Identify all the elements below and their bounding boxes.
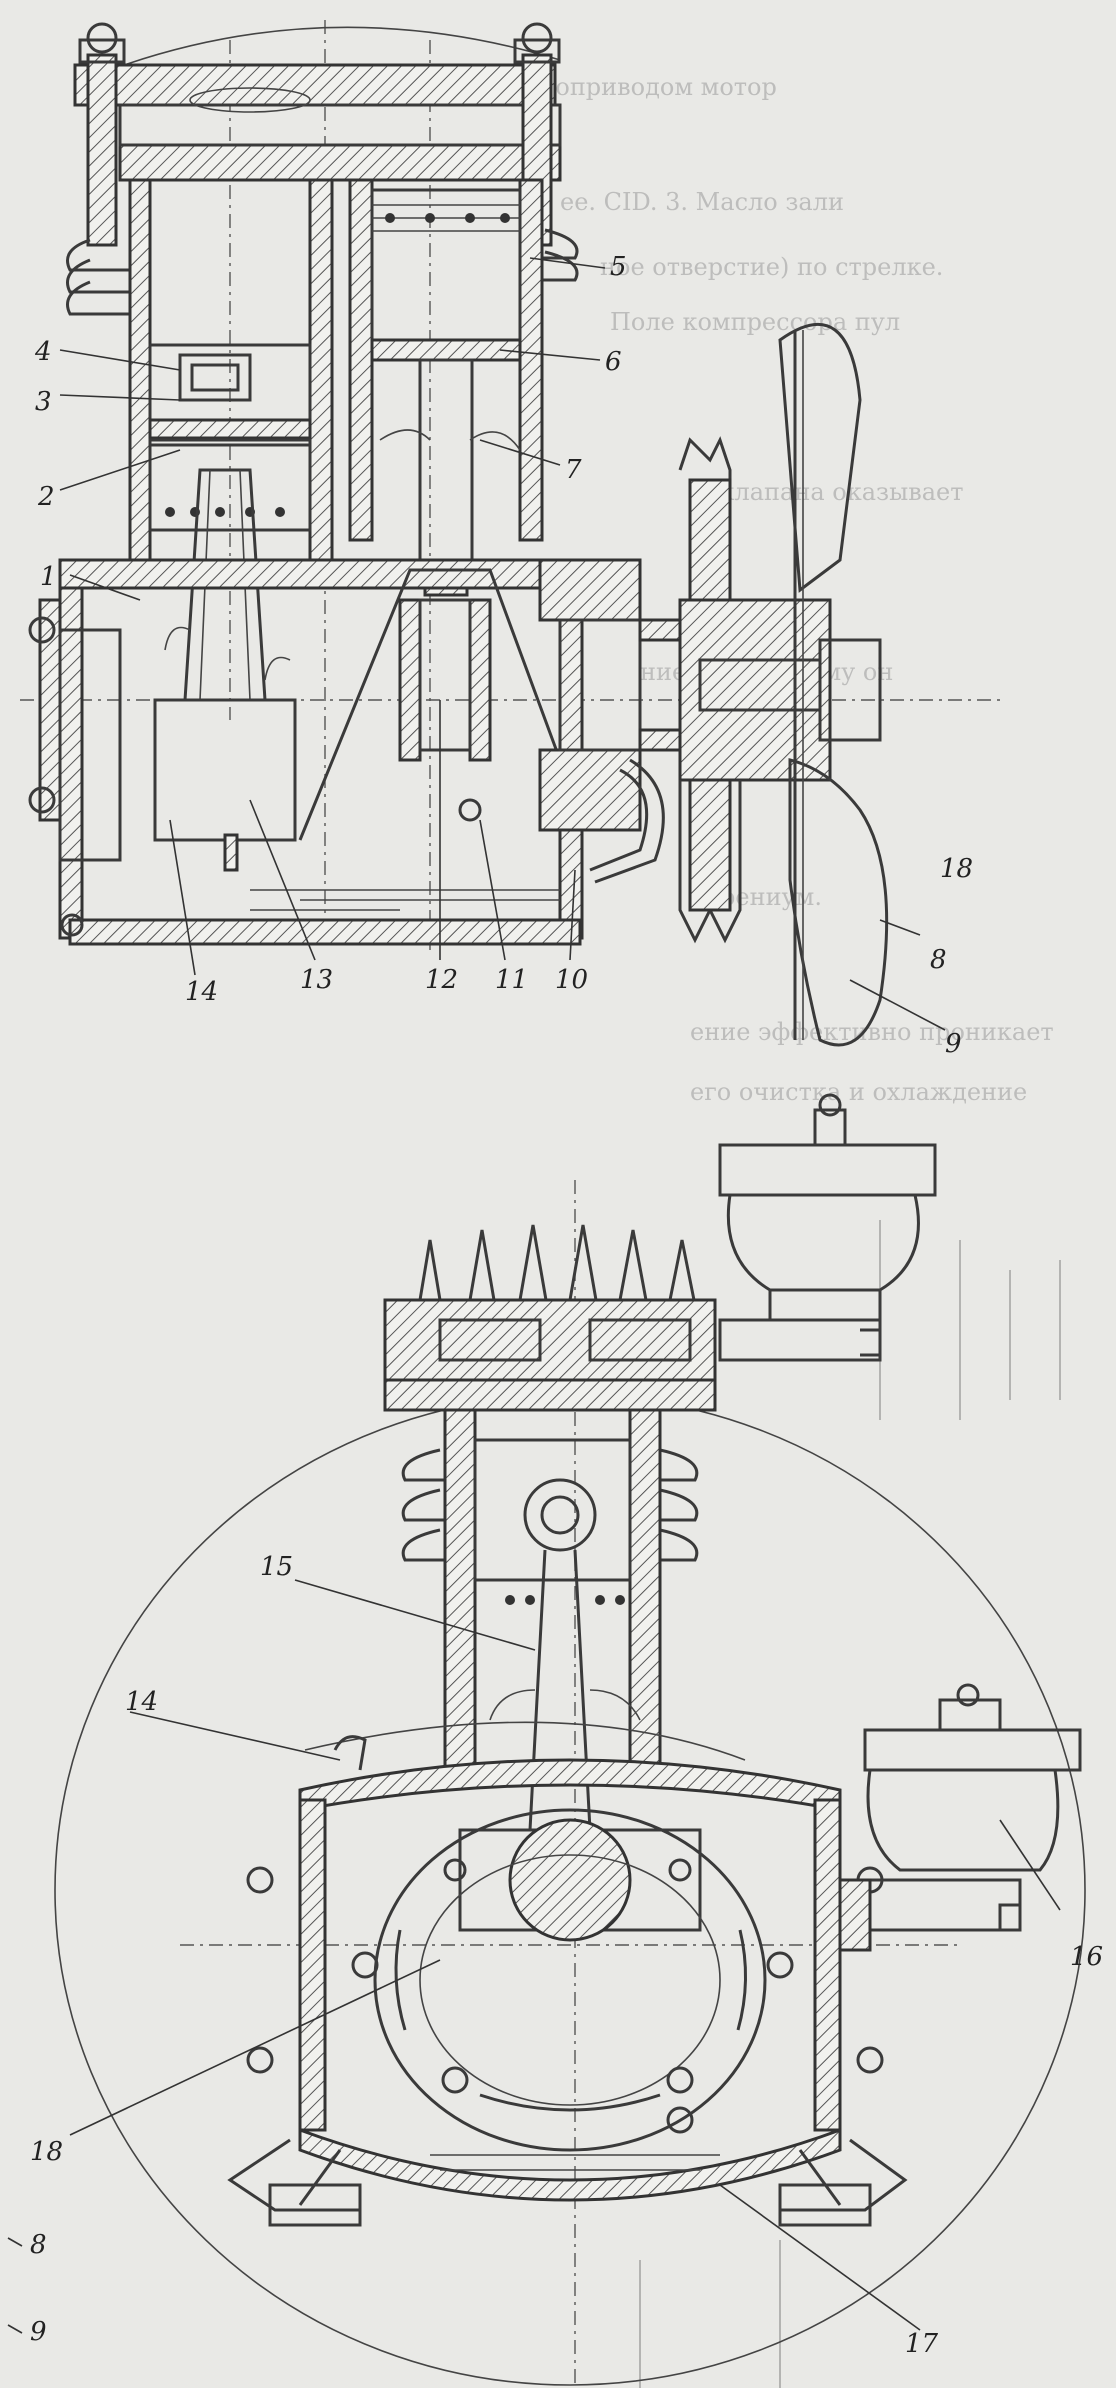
callout-16: 16 — [1070, 1942, 1103, 1972]
callout-15: 15 — [260, 1552, 293, 1582]
svg-text:ное отверстие) по стрелке.: ное отверстие) по стрелке. — [600, 253, 943, 281]
callout-10: 10 — [555, 965, 588, 995]
callout-13: 13 — [300, 965, 333, 995]
svg-text:его очистка и охлаждение: его очистка и охлаждение — [690, 1078, 1027, 1106]
callout-8: 8 — [930, 945, 947, 975]
top-callouts: 1 2 3 4 5 6 7 8 9 10 11 12 13 14 18 — [34, 252, 973, 1059]
callout-6: 6 — [605, 347, 622, 377]
svg-text:е, клапана оказывает: е, клапана оказывает — [690, 478, 964, 506]
svg-text:Поле компрессора пул: Поле компрессора пул — [610, 308, 900, 336]
top-leaders — [59, 257, 946, 1031]
callout-14: 14 — [185, 977, 218, 1007]
callout-18b: 18 — [30, 2137, 63, 2167]
callout-12: 12 — [425, 965, 458, 995]
bottom-leaders — [7, 1579, 1061, 2334]
cross-section — [54, 1093, 1086, 2388]
callout-9: 9 — [945, 1029, 962, 1059]
callout-3: 3 — [35, 387, 52, 417]
callout-7: 7 — [565, 455, 582, 485]
svg-text:рениум.: рениум. — [720, 883, 822, 911]
callout-17: 17 — [905, 2329, 939, 2359]
longitudinal-section — [20, 20, 1000, 1047]
svg-text:роприводом мотор: роприводом мотор — [540, 73, 777, 101]
svg-text:ее. CID. 3. Масло зали: ее. CID. 3. Масло зали — [560, 188, 844, 216]
callout-1: 1 — [40, 562, 57, 592]
callout-4: 4 — [34, 337, 52, 367]
callout-5: 5 — [610, 252, 627, 282]
callout-8b: 8 — [30, 2230, 47, 2260]
bleed-through-text: роприводом мотор ее. CID. 3. Масло зали … — [540, 73, 1054, 1106]
callout-9b: 9 — [30, 2317, 47, 2347]
callout-18: 18 — [940, 854, 973, 884]
callout-11: 11 — [495, 965, 528, 995]
callout-2: 2 — [37, 482, 55, 512]
callout-14b: 14 — [125, 1687, 158, 1717]
bottom-callouts: 14 15 16 17 18 8 9 — [30, 1552, 1103, 2359]
